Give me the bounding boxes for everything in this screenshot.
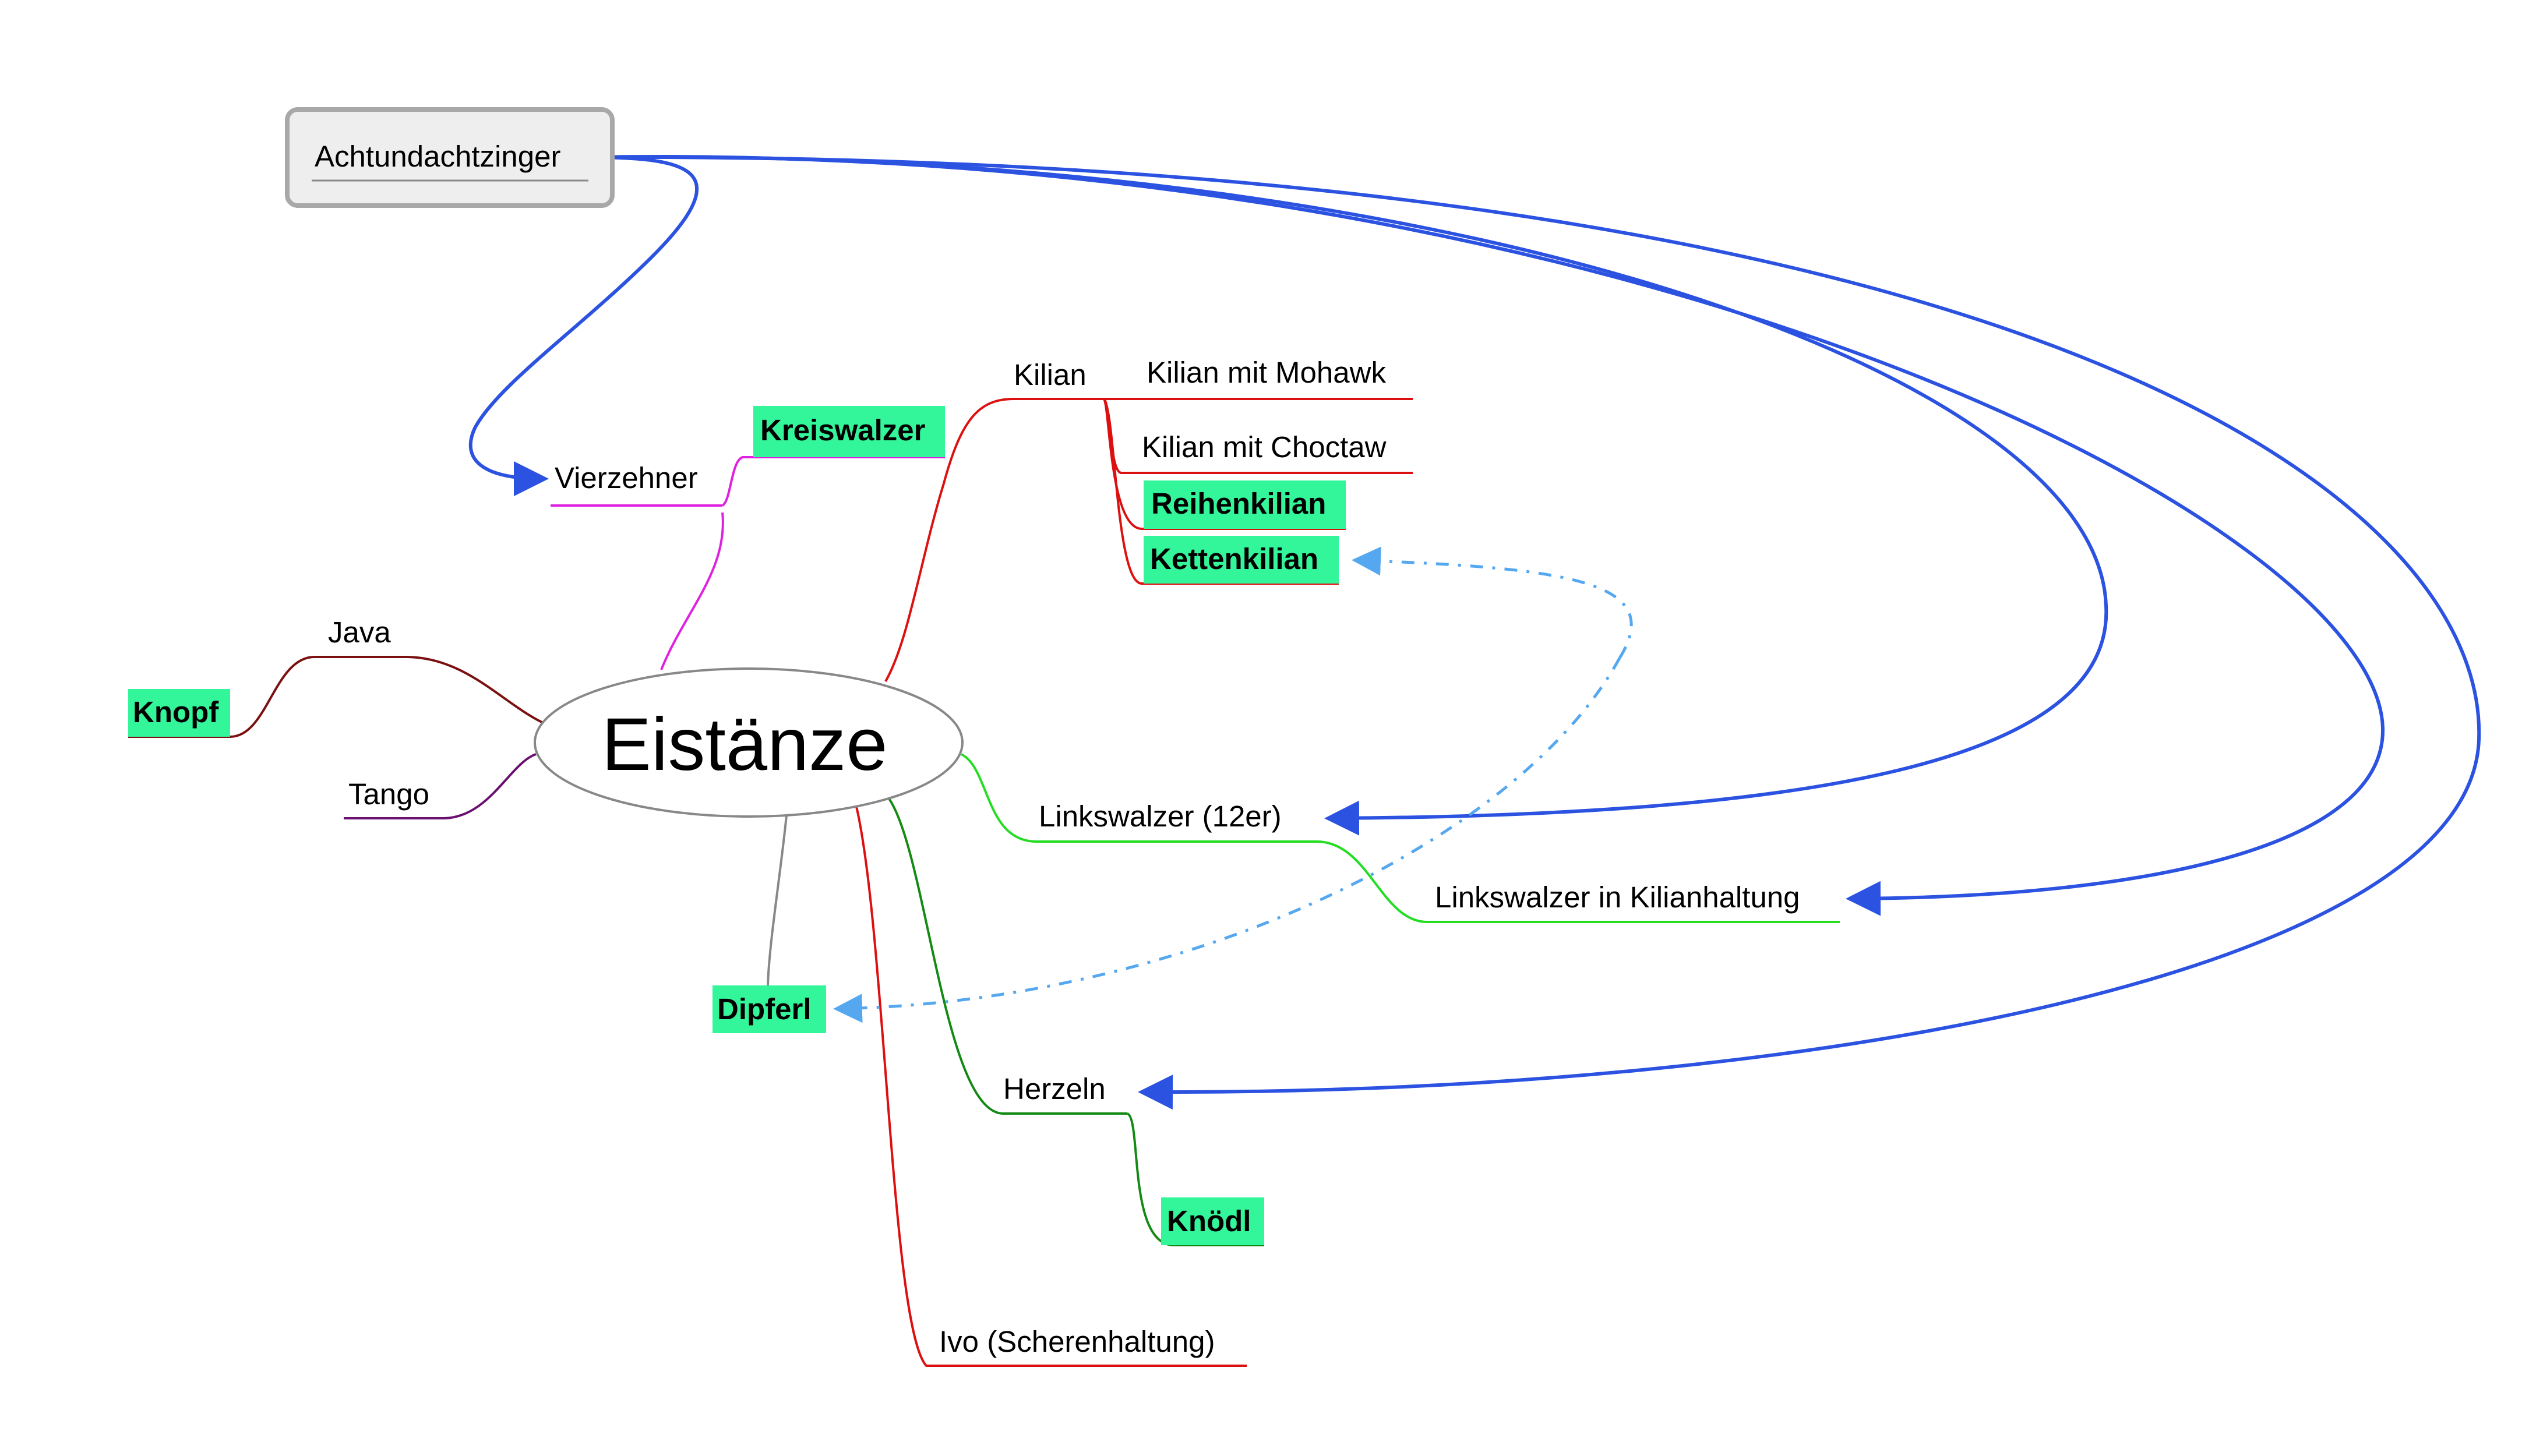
branch-line-tango xyxy=(344,753,537,819)
connector-kettenkilian-dipferl xyxy=(1352,546,1633,659)
node-kettenkilian[interactable]: Kettenkilian xyxy=(1150,542,1318,575)
branch-line-vierzehner xyxy=(660,512,724,670)
branch-line-herzeln xyxy=(887,797,1127,1115)
connector-dipferl-kettenkilian xyxy=(833,657,1621,1023)
achtundachtzinger-box[interactable] xyxy=(285,107,615,208)
branch-line-kilian xyxy=(884,398,1110,682)
root-node-ellipse[interactable] xyxy=(534,667,964,818)
node-kreiswalzer[interactable]: Kreiswalzer xyxy=(760,414,926,447)
node-kilian-mohawk[interactable]: Kilian mit Mohawk xyxy=(1147,356,1386,389)
kreiswalzer-highlight xyxy=(753,406,945,457)
root-node-label[interactable]: Eistänze xyxy=(602,703,888,786)
dipferl-highlight xyxy=(713,985,826,1033)
node-ivo[interactable]: Ivo (Scherenhaltung) xyxy=(939,1325,1215,1358)
kettenkilian-highlight xyxy=(1144,536,1339,584)
branch-line-kreiswalzer xyxy=(721,456,945,507)
branch-line-linkswalzer-kilian xyxy=(1316,840,1840,923)
node-knopf[interactable]: Knopf xyxy=(133,695,219,729)
connector-to-vierzehner xyxy=(468,156,699,496)
node-kilian[interactable]: Kilian xyxy=(1014,358,1087,391)
knoedl-highlight xyxy=(1161,1197,1264,1245)
branch-line-ivo xyxy=(855,806,1247,1367)
node-vierzehner[interactable]: Vierzehner xyxy=(555,461,698,494)
connector-to-linkswalzer-kilian xyxy=(588,155,2385,916)
branch-line-linkswalzer12 xyxy=(961,753,1317,843)
node-linkswalzer12[interactable]: Linkswalzer (12er) xyxy=(1039,800,1282,833)
branch-line-knopf xyxy=(128,656,315,738)
node-knoedl[interactable]: Knödl xyxy=(1167,1204,1251,1238)
achtundachtzinger-label[interactable]: Achtundachtzinger xyxy=(315,140,560,173)
branch-line-java xyxy=(315,656,542,723)
node-herzeln[interactable]: Herzeln xyxy=(1003,1072,1106,1105)
node-dipferl[interactable]: Dipferl xyxy=(717,992,812,1026)
node-java[interactable]: Java xyxy=(328,616,391,649)
knopf-highlight xyxy=(128,689,230,737)
node-linkswalzer-kilian[interactable]: Linkswalzer in Kilianhaltung xyxy=(1435,881,1800,914)
node-kilian-choctaw[interactable]: Kilian mit Choctaw xyxy=(1142,430,1387,464)
node-tango[interactable]: Tango xyxy=(348,778,429,811)
reihenkilian-highlight xyxy=(1144,480,1346,529)
branch-line-dipferl xyxy=(767,815,788,986)
connector-to-herzeln xyxy=(588,155,2481,1110)
branch-line-kettenkilian xyxy=(1103,398,1339,585)
connector-to-linkswalzer12 xyxy=(588,155,2108,836)
node-reihenkilian[interactable]: Reihenkilian xyxy=(1151,487,1326,520)
